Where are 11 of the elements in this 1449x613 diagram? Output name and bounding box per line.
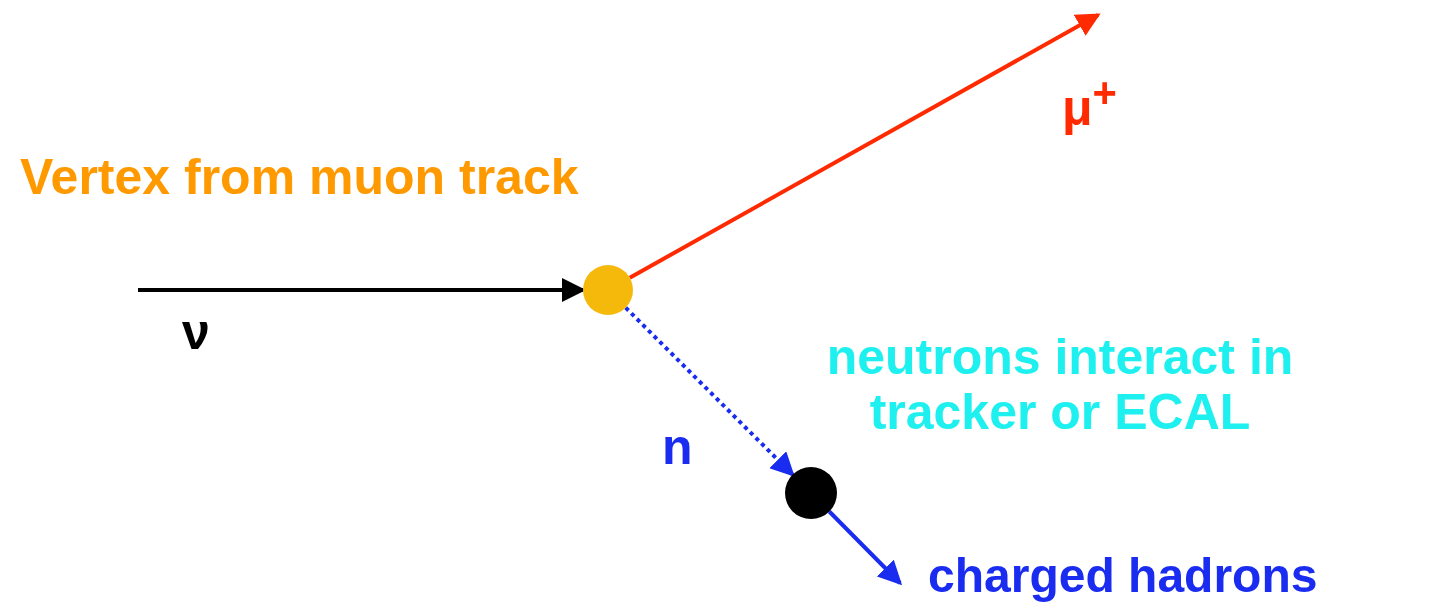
particle-label: n xyxy=(662,420,693,475)
interaction-dot xyxy=(785,467,837,519)
arrow xyxy=(628,13,1101,280)
arrow xyxy=(624,306,795,477)
arrow xyxy=(827,510,903,586)
particle-label: charged hadrons xyxy=(928,550,1318,603)
particle-label: ν xyxy=(182,305,210,360)
vertex-dot xyxy=(583,265,633,315)
vertex-caption: Vertex from muon track xyxy=(20,150,579,205)
particle-label: μ$^{+}$ xyxy=(1062,70,1117,136)
interaction-caption: neutrons interact in tracker or ECAL xyxy=(825,330,1295,440)
